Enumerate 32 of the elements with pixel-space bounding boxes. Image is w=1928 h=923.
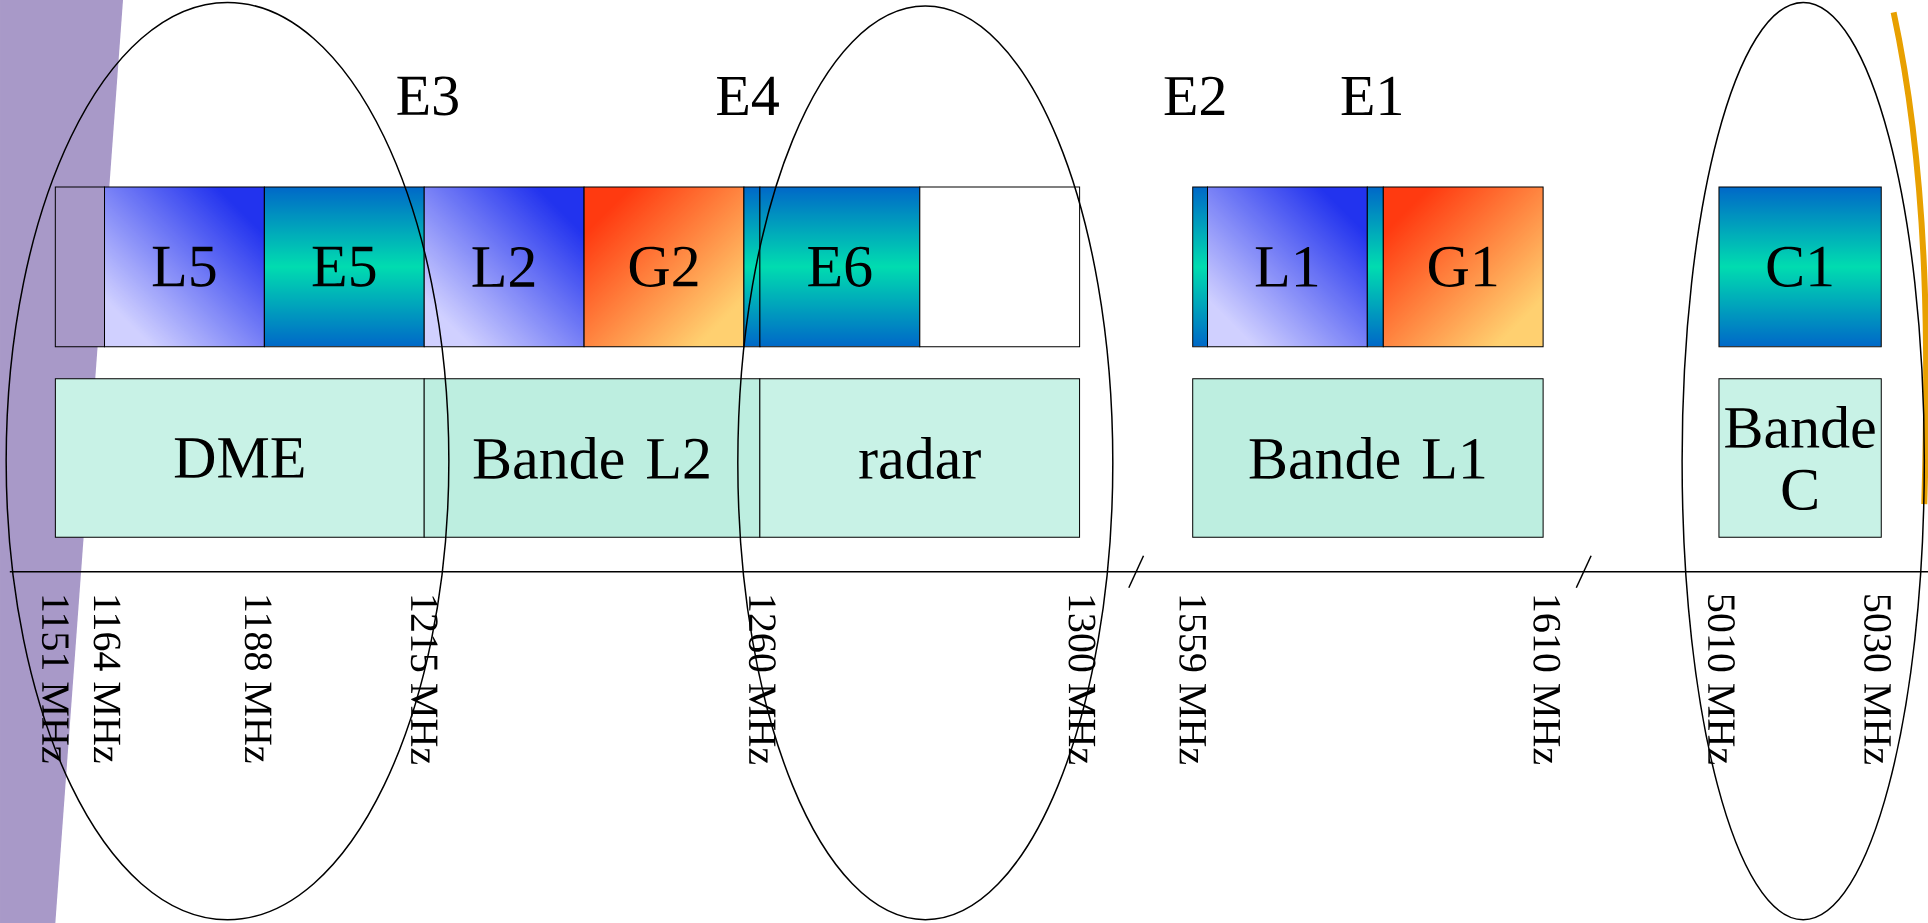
band-segment xyxy=(743,186,761,348)
band-box: Bande L2 xyxy=(423,378,761,538)
band-box: Bande L1 xyxy=(1192,378,1544,538)
band-segment: E5 xyxy=(263,186,425,348)
band-box: radar xyxy=(759,378,1081,538)
band-segment: L5 xyxy=(104,186,265,348)
frequency-label: 5010 MHz xyxy=(1707,595,1735,764)
frequency-label: 1300 MHz xyxy=(1068,596,1096,764)
band-segment: C1 xyxy=(1718,186,1882,348)
frequency-label: 1215 MHz xyxy=(410,596,438,764)
band-segment: G2 xyxy=(583,186,745,348)
band-segment xyxy=(54,186,105,348)
frequency-label: 1559 MHz xyxy=(1179,596,1207,764)
band-segment: L2 xyxy=(423,186,585,348)
frequency-label: 1610 MHz xyxy=(1533,596,1561,764)
frequency-label: 1164 MHz xyxy=(93,596,121,763)
band-segment: G1 xyxy=(1382,186,1544,348)
frequency-label: 1188 MHz xyxy=(244,596,272,763)
band-box: DME xyxy=(54,378,425,538)
band-label: E2 xyxy=(1164,76,1225,116)
band-segment xyxy=(1366,186,1384,348)
frequency-label: 5030 MHz xyxy=(1864,595,1892,764)
band-segment xyxy=(1192,186,1208,348)
frequency-label: 1151 MHz xyxy=(41,596,69,763)
band-label: E1 xyxy=(1341,76,1401,116)
band-label: E4 xyxy=(717,76,779,115)
frequency-label: 1260 MHz xyxy=(748,596,776,764)
band-box: Bande C xyxy=(1718,378,1882,538)
ellipse-outline xyxy=(1681,1,1926,921)
band-segment xyxy=(919,186,1081,348)
band-label: E3 xyxy=(397,76,458,116)
band-segment: L1 xyxy=(1207,186,1368,348)
